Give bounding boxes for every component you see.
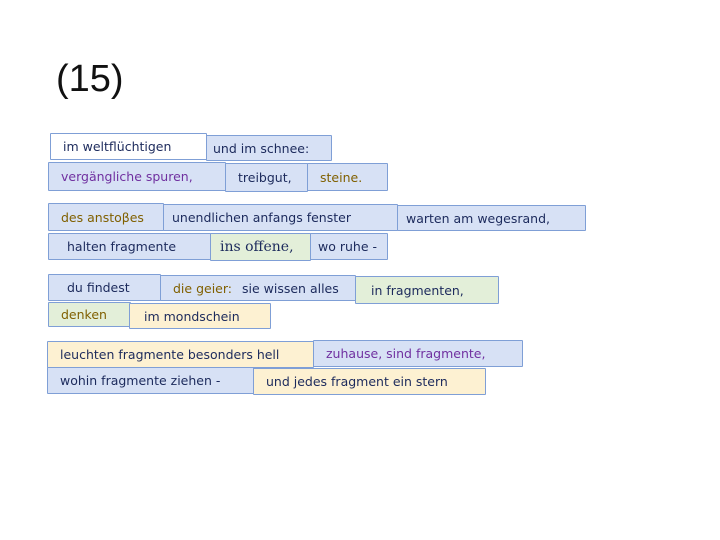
word-tile[interactable]: wo ruhe -: [310, 233, 388, 260]
word-tile[interactable]: vergängliche spuren,: [48, 162, 226, 191]
word-tile[interactable]: leuchten fragmente besonders hell: [47, 341, 314, 368]
word-tile[interactable]: die geier: sie wissen alles: [160, 275, 356, 301]
slide-title: (15): [56, 58, 124, 100]
word-tile[interactable]: treibgut,: [225, 163, 308, 192]
word-tile-part: sie wissen alles: [242, 280, 339, 296]
word-tile[interactable]: du findest: [48, 274, 161, 301]
word-tile[interactable]: im mondschein: [129, 303, 271, 329]
word-tile[interactable]: und jedes fragment ein stern: [253, 368, 486, 395]
word-tile[interactable]: im weltflüchtigen: [50, 133, 207, 160]
word-tile[interactable]: warten am wegesrand,: [397, 205, 586, 231]
word-tile[interactable]: in fragmenten,: [355, 276, 499, 304]
word-tile[interactable]: zuhause, sind fragmente,: [313, 340, 523, 367]
word-tile[interactable]: denken: [48, 302, 131, 327]
word-tile[interactable]: wohin fragmente ziehen -: [47, 367, 254, 394]
word-tile[interactable]: unendlichen anfangs fenster: [163, 204, 398, 231]
word-tile[interactable]: halten fragmente: [48, 233, 211, 260]
word-tile[interactable]: steine.: [307, 163, 388, 191]
word-tile[interactable]: ins offene,: [210, 233, 311, 261]
word-tile[interactable]: des anstoβes: [48, 203, 164, 231]
word-tile[interactable]: und im schnee:: [206, 135, 332, 161]
word-tile-part: die geier:: [173, 280, 232, 296]
